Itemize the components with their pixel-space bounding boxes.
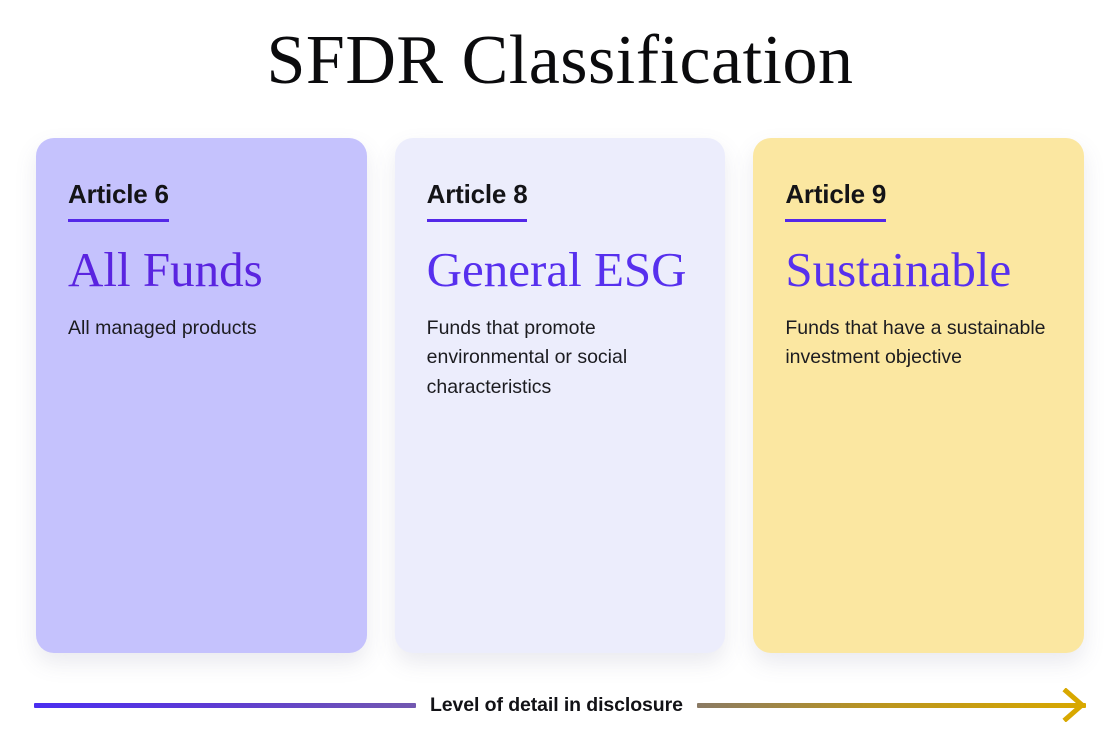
article-9-heading: Sustainable: [785, 241, 1012, 297]
arrow-right-icon: [1062, 688, 1088, 722]
article-8-heading: General ESG: [426, 241, 687, 297]
card-article-6[interactable]: Article 6 All Funds All managed products: [36, 138, 367, 653]
article-9-label: Article 9: [785, 179, 886, 222]
article-6-description: All managed products: [68, 316, 257, 339]
axis-line-left-segment: [34, 702, 416, 708]
article-8-description: Funds that promote environmental or soci…: [426, 316, 628, 399]
article-cards-row: Article 6 All Funds All managed products…: [36, 138, 1085, 653]
disclosure-axis: Level of detail in disclosure: [34, 686, 1086, 724]
card-article-9[interactable]: Article 9 Sustainable Funds that have a …: [753, 138, 1085, 653]
article-6-heading: All Funds: [68, 241, 263, 297]
axis-right-segment: [696, 688, 1088, 722]
axis-line-right-segment: [696, 702, 1086, 708]
axis-label: Level of detail in disclosure: [430, 693, 683, 716]
article-9-description: Funds that have a sustainable investment…: [785, 316, 1046, 369]
article-6-label: Article 6: [68, 179, 169, 222]
card-article-8[interactable]: Article 8 General ESG Funds that promote…: [394, 138, 726, 653]
page-title: SFDR Classification: [266, 22, 854, 99]
article-8-label: Article 8: [426, 179, 528, 222]
